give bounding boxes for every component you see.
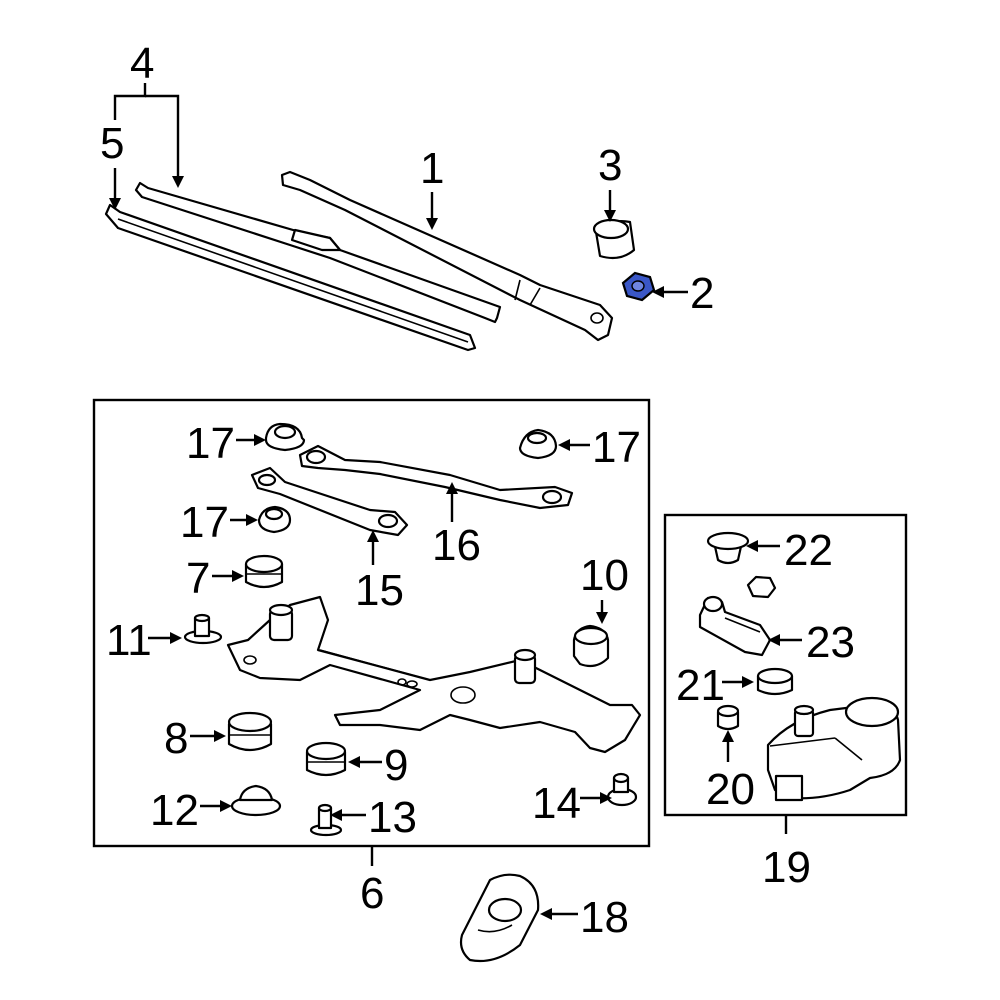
callout-13: 13 [368,793,417,842]
callout-8: 8 [164,714,188,763]
callout-11: 11 [106,616,152,665]
link-rod-part-15[interactable] [250,466,409,537]
bracket-part-23[interactable] [698,595,772,657]
bushing-part-9[interactable] [305,741,347,777]
stud-part-13[interactable] [309,803,343,837]
stud-part-11[interactable] [183,613,223,645]
link-rod-part-16[interactable] [298,444,574,510]
wiper-linkage-frame[interactable] [226,595,642,754]
grommet-part-12[interactable] [230,784,282,817]
callout-12: 12 [150,786,199,835]
bushing-part-10[interactable] [572,624,610,668]
callout-3: 3 [598,141,622,190]
callout-2: 2 [690,269,714,318]
nut-part-2[interactable] [621,271,656,302]
arm-cap-part-3[interactable] [592,218,636,260]
callout-21: 21 [676,661,725,710]
callout-1: 1 [420,144,444,193]
callout-7: 7 [186,554,210,603]
nut-part-unlabeled[interactable] [746,575,777,599]
pivot-cover-part-18[interactable] [459,873,540,963]
wiper-arm-part-1[interactable] [280,170,614,342]
grommet-part-17-top-right[interactable] [518,428,558,460]
callout-10: 10 [580,551,629,600]
wiper-motor[interactable] [766,696,902,802]
callout-17-top-right: 17 [592,423,641,472]
grommet-part-22[interactable] [706,531,750,565]
callout-17-mid: 17 [180,498,229,547]
stud-part-14[interactable] [606,772,638,807]
callout-23: 23 [806,618,855,667]
wiper-blade-part-4[interactable] [134,181,502,324]
callout-14: 14 [532,779,581,828]
bushing-part-8[interactable] [227,711,273,752]
bushing-part-20[interactable] [716,704,740,731]
callout-16: 16 [432,521,481,570]
bushing-part-21[interactable] [756,667,794,696]
grommet-part-17-top-left[interactable] [264,422,306,452]
callout-20: 20 [706,765,755,814]
callout-6: 6 [360,869,384,918]
callout-9: 9 [384,741,408,790]
callout-17-top-left: 17 [186,419,235,468]
grommet-part-17-mid[interactable] [257,505,292,534]
callout-5: 5 [100,119,124,168]
bushing-part-7[interactable] [244,554,284,589]
callout-19: 19 [762,843,811,892]
callout-15: 15 [355,566,404,615]
callout-22: 22 [784,526,833,575]
callout-4: 4 [130,39,154,88]
callout-18: 18 [580,893,629,942]
wiper-blade-part-5[interactable] [104,203,477,352]
